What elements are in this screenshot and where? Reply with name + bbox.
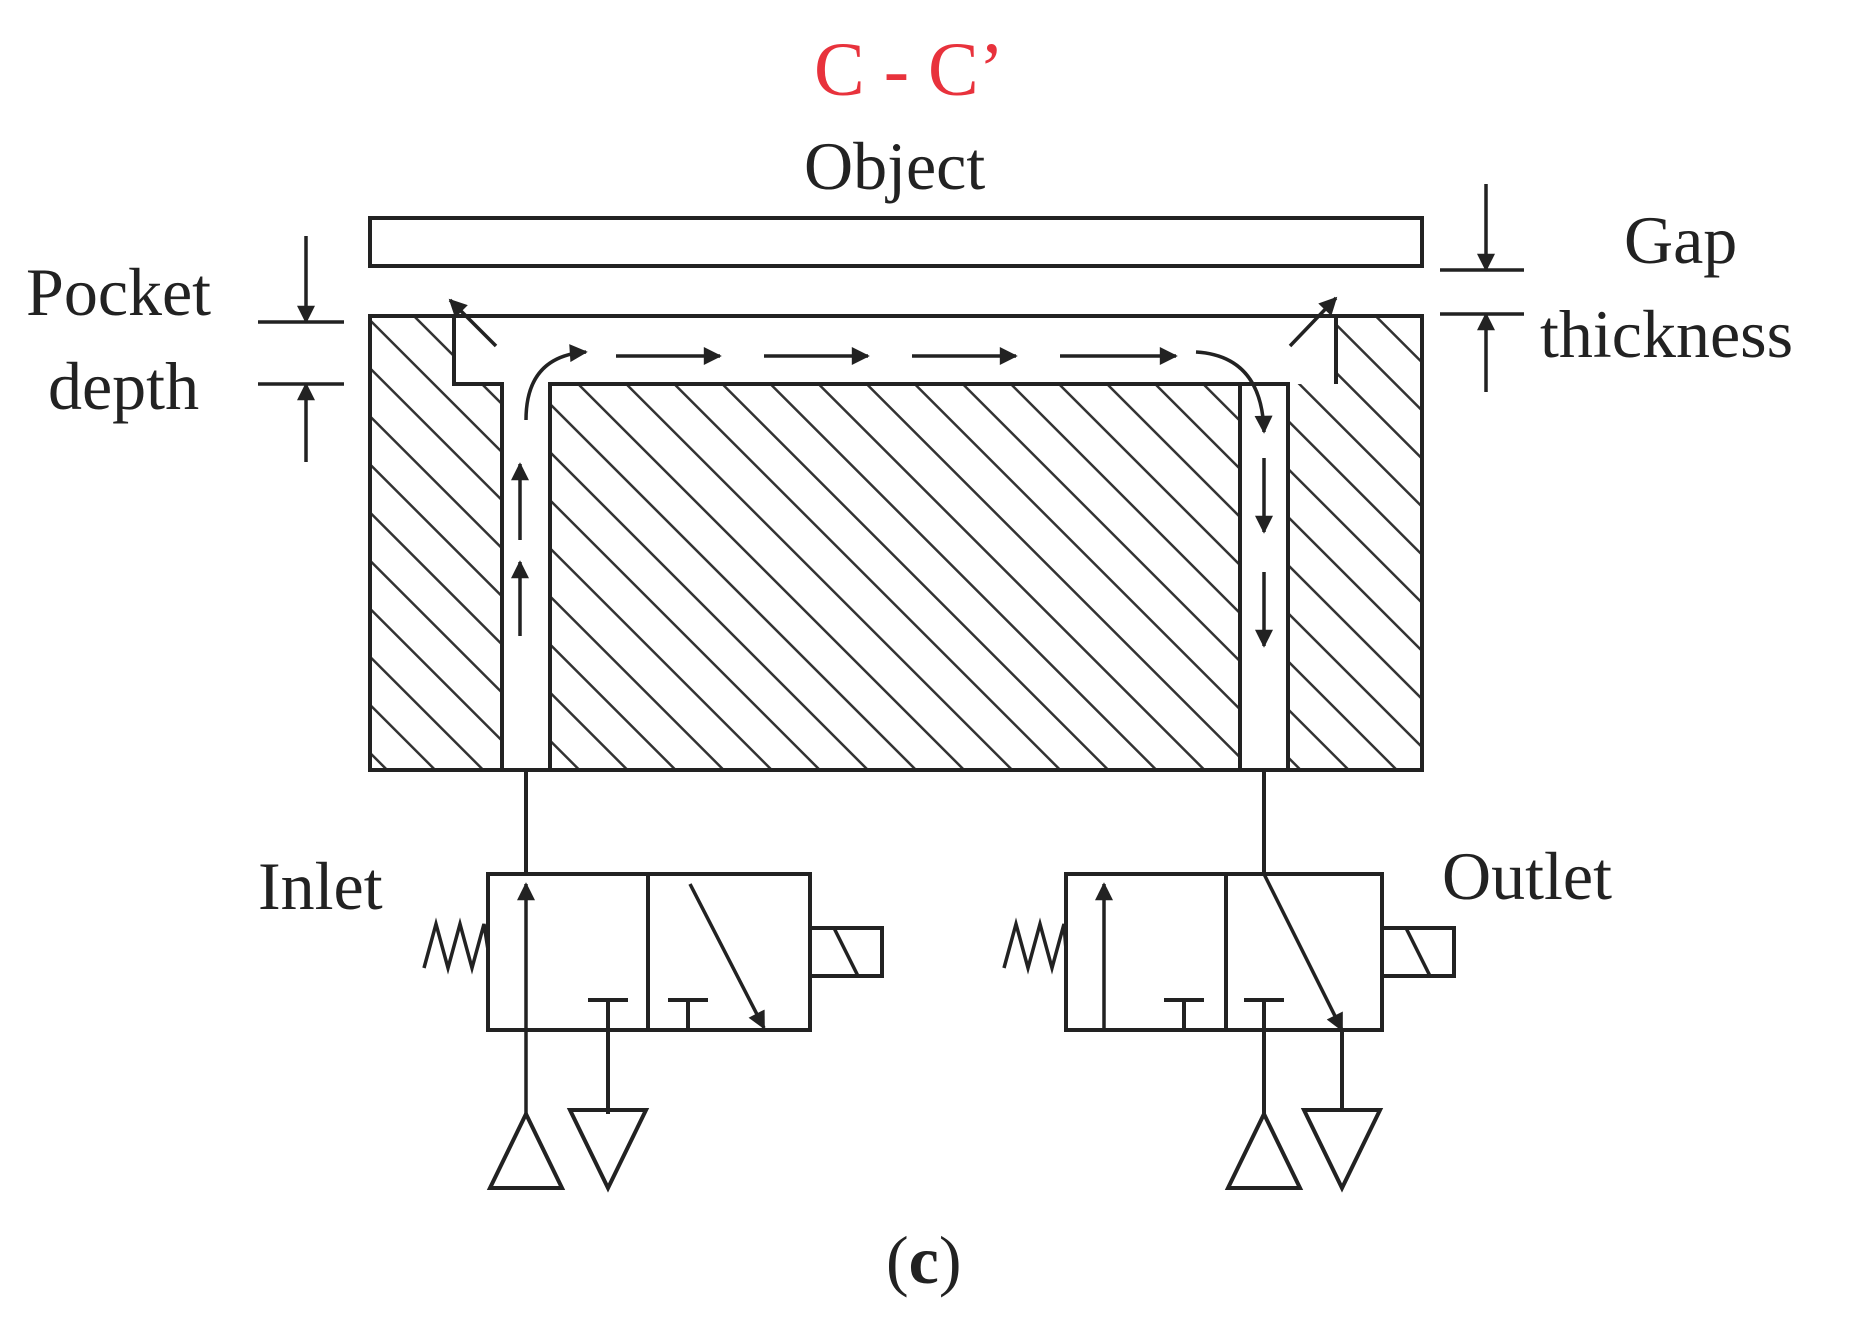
supply-triangle-icon: [486, 1109, 566, 1190]
caption-open: (: [886, 1222, 909, 1298]
inlet-label: Inlet: [258, 848, 383, 924]
bearing-body: [368, 314, 1424, 772]
exhaust-triangle-icon: [566, 1108, 650, 1193]
spring-icon: [422, 917, 490, 975]
inlet-channel: [502, 384, 550, 770]
pocket-depth-dimension: [258, 236, 344, 462]
gap-thickness-dimension: [1440, 184, 1524, 392]
supply-triangle-icon: [1224, 1109, 1304, 1190]
pocket-label-line1: Pocket: [26, 254, 212, 330]
flow-arrows: [448, 296, 1338, 648]
pocket-label-line2: depth: [48, 348, 200, 424]
caption-letter: c: [908, 1222, 939, 1298]
section-label: C - C’: [814, 28, 1004, 112]
pocket: [454, 316, 1336, 384]
object-plate: [368, 216, 1424, 268]
gap-label-line2: thickness: [1540, 296, 1794, 372]
object-label: Object: [804, 128, 986, 204]
gap-label-line1: Gap: [1624, 202, 1738, 278]
caption: (c): [886, 1226, 962, 1294]
spring-icon: [1002, 917, 1068, 975]
inlet-valve: [422, 770, 884, 1193]
outlet-label: Outlet: [1442, 838, 1612, 914]
caption-close: ): [938, 1222, 962, 1298]
exhaust-triangle-icon: [1300, 1108, 1384, 1193]
solenoid-icon: [808, 926, 884, 978]
outlet-valve: [1002, 770, 1456, 1193]
solenoid-icon: [1380, 926, 1456, 978]
